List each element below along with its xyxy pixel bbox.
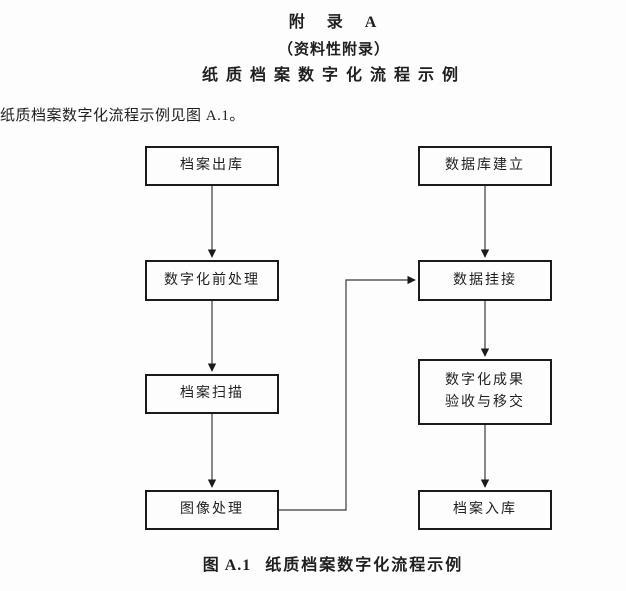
flow-node-data-linking: 数据挂接 — [418, 260, 552, 301]
appendix-type: （资料性附录） — [277, 42, 390, 58]
flow-node-acceptance-and-transfer: 数字化成果 验收与移交 — [418, 359, 552, 425]
figure-caption-label: 图 A.1 — [202, 557, 252, 574]
flow-node-archive-storage: 档案入库 — [418, 490, 552, 530]
arrow-image-processing-to-data-linking — [279, 275, 416, 511]
flow-node-archive-checkout: 档案出库 — [145, 146, 279, 186]
flow-node-database-creation: 数据库建立 — [418, 146, 552, 186]
flow-node-pre-digitization-processing: 数字化前处理 — [145, 260, 279, 301]
figure-caption: 图 A.1 纸质档案数字化流程示例 — [40, 551, 626, 575]
flow-node-image-processing: 图像处理 — [145, 490, 279, 530]
intro-paragraph: 纸质档案数字化流程示例见图 A.1。 — [0, 108, 245, 124]
appendix-heading-block: 附 录 A （资料性附录） 纸质档案数字化流程示例 — [42, 13, 626, 86]
appendix-label: 附 录 A — [288, 14, 380, 31]
figure-caption-text: 纸质档案数字化流程示例 — [265, 557, 464, 574]
appendix-title: 纸质档案数字化流程示例 — [201, 67, 466, 84]
flow-node-archive-scanning: 档案扫描 — [145, 374, 279, 414]
